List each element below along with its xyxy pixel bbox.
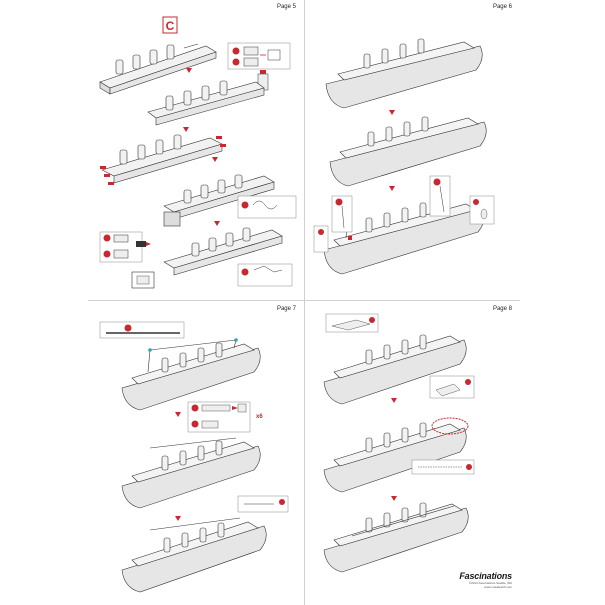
page-label: Page 5 bbox=[276, 4, 296, 10]
ship-deck-step-4 bbox=[163, 174, 275, 227]
callout-box bbox=[131, 271, 155, 289]
ship-hull-step-3 bbox=[121, 517, 267, 593]
callout-box bbox=[429, 375, 475, 399]
page-7-panel: Page 7 bbox=[88, 300, 304, 605]
highlight-ring bbox=[431, 417, 469, 435]
ship-hull-step-2 bbox=[323, 422, 467, 493]
rig-point bbox=[148, 348, 152, 352]
ship-deck-step-3 bbox=[101, 134, 223, 184]
ship-hull-step-3 bbox=[323, 502, 469, 573]
page-label: Page 8 bbox=[492, 306, 512, 312]
ship-hull-step-1 bbox=[325, 38, 483, 109]
step-arrow bbox=[175, 412, 181, 417]
callout-box bbox=[187, 401, 251, 433]
part-letter-box bbox=[162, 16, 178, 34]
brand-url: www.metalearth.com bbox=[484, 585, 512, 589]
page-8-diagrams bbox=[323, 313, 475, 573]
ship-deck-step-5 bbox=[163, 227, 283, 276]
callout-box bbox=[237, 495, 289, 513]
ship-deck-step-1 bbox=[99, 43, 217, 95]
instruction-sheet: Page 5 C bbox=[88, 0, 520, 605]
horizontal-divider bbox=[88, 300, 520, 301]
rig-point bbox=[234, 338, 238, 342]
ship-hull-step-1 bbox=[121, 339, 261, 411]
page-7-diagrams: x6 bbox=[99, 321, 289, 593]
callout-box bbox=[99, 321, 185, 339]
step-arrow bbox=[175, 516, 181, 521]
callout-box bbox=[325, 313, 379, 333]
red-tabs bbox=[100, 136, 226, 185]
multiplier-label: x6 bbox=[256, 414, 263, 420]
page-label: Page 7 bbox=[276, 306, 296, 312]
page-6-diagrams bbox=[313, 38, 495, 275]
callout-box bbox=[237, 263, 293, 287]
step-arrow bbox=[186, 68, 192, 73]
step-arrow bbox=[389, 110, 395, 115]
step-arrow bbox=[183, 127, 189, 132]
callout-box bbox=[237, 195, 297, 219]
brand-logo: Fascinations bbox=[459, 571, 512, 581]
vertical-divider bbox=[304, 0, 305, 605]
step-arrow bbox=[214, 221, 220, 226]
step-arrow bbox=[391, 496, 397, 501]
page-6-panel: Page 6 bbox=[304, 0, 520, 300]
callout-box bbox=[411, 459, 475, 475]
ship-hull-step-2 bbox=[329, 116, 487, 187]
ship-hull-step-1 bbox=[323, 334, 467, 405]
callout-box bbox=[331, 195, 353, 233]
callout-box bbox=[313, 225, 329, 253]
callout-box bbox=[429, 175, 451, 217]
page-5-panel: Page 5 C bbox=[88, 0, 304, 300]
step-arrow bbox=[391, 398, 397, 403]
step-arrow bbox=[212, 157, 218, 162]
callout-box bbox=[227, 42, 291, 70]
part-letter: C bbox=[166, 19, 175, 33]
ship-deck-step-2 bbox=[147, 80, 265, 126]
page-label: Page 6 bbox=[492, 4, 512, 10]
callout-box bbox=[469, 195, 495, 225]
brand-copyright: ©2013 Fascinations Seattle, WA bbox=[468, 581, 512, 585]
callout-box bbox=[99, 231, 151, 263]
page-5-diagrams: C bbox=[99, 16, 297, 289]
page-8-panel: Page 8 bbox=[304, 300, 520, 605]
ship-hull-step-2 bbox=[121, 437, 261, 509]
brand-block: Fascinations ©2013 Fascinations Seattle,… bbox=[459, 571, 512, 589]
step-arrow bbox=[389, 186, 395, 191]
